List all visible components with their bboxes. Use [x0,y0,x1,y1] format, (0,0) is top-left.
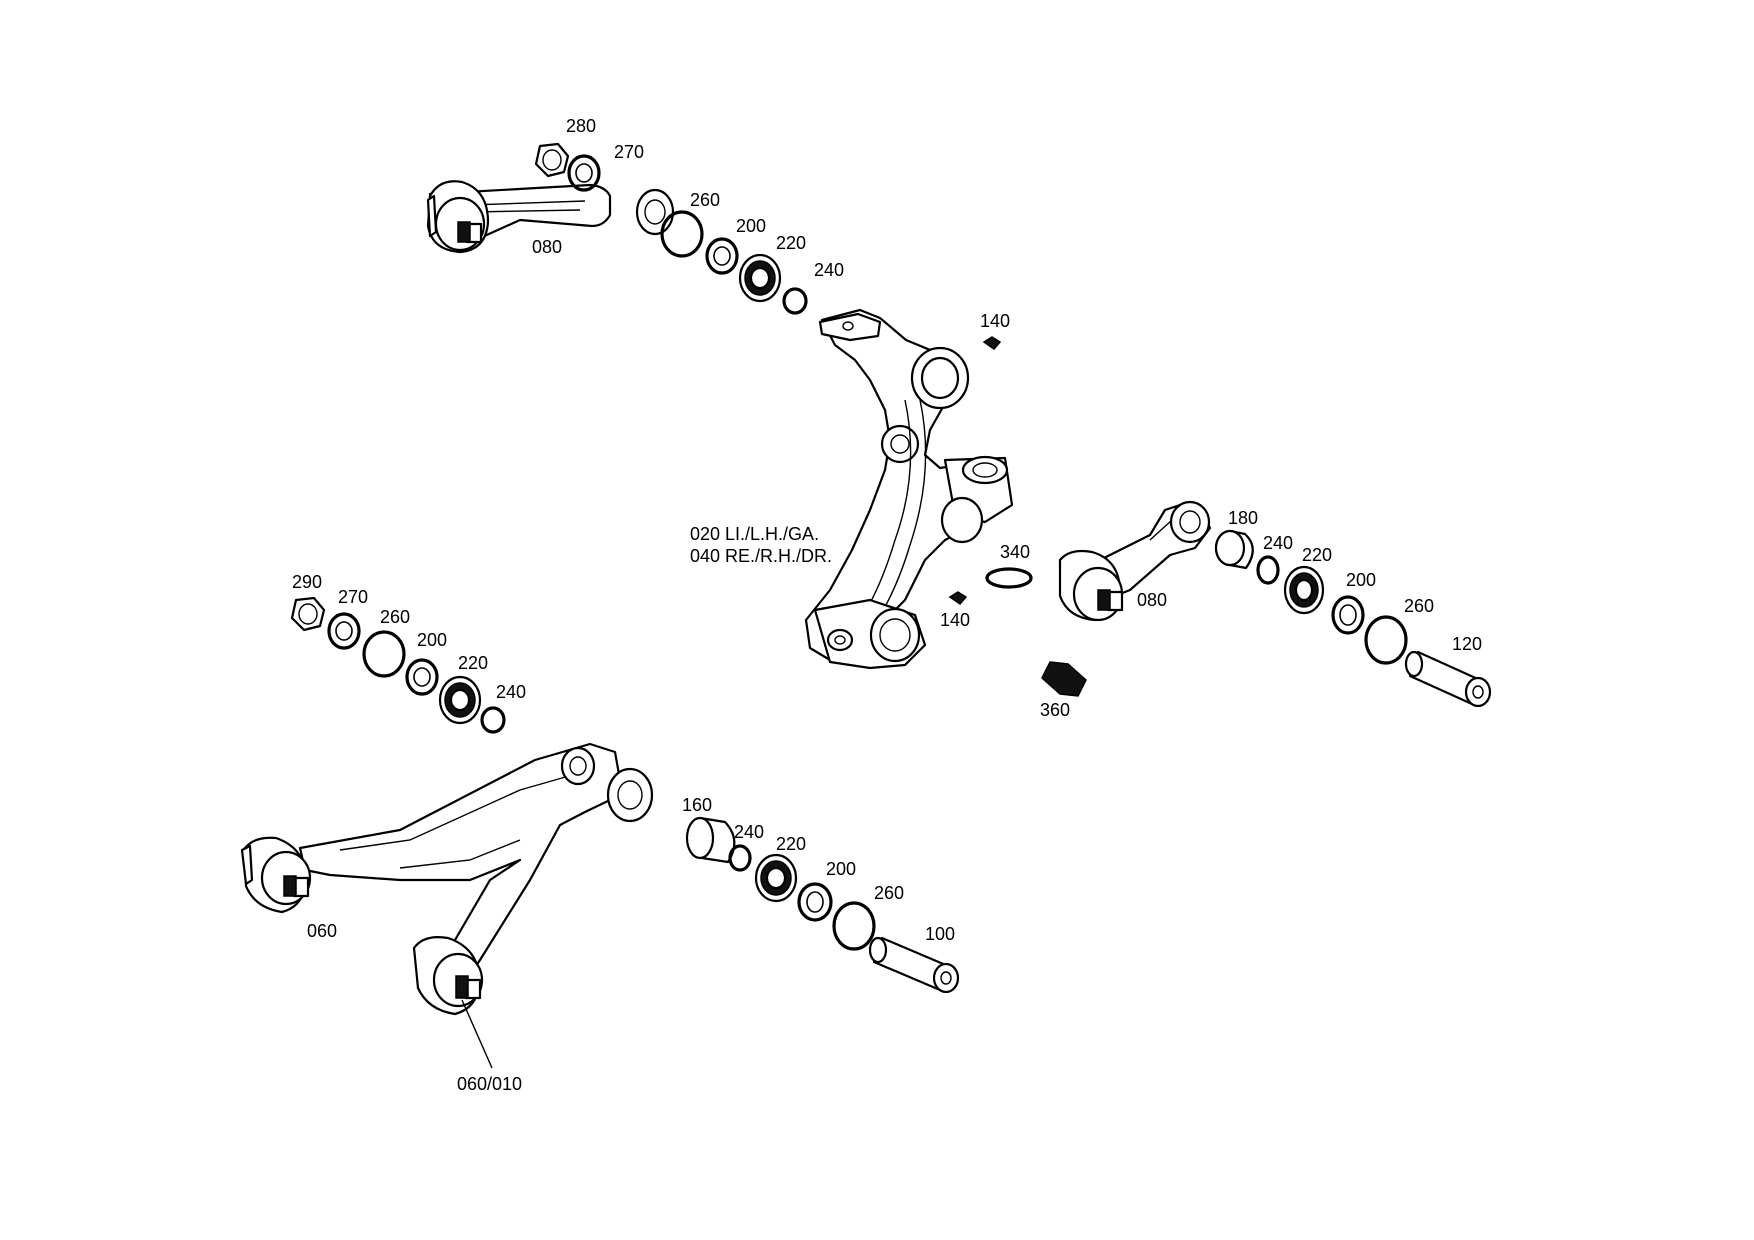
washer-200-lower [797,882,833,922]
ring-340 [985,567,1033,589]
part-labels: 280 270 080 260 200 220 240 140 140 340 … [292,116,1482,1094]
steering-knuckle [804,308,1014,670]
label-080: 080 [532,237,562,257]
washer-200-top [705,237,739,275]
label-200: 200 [1346,570,1376,590]
label-140: 140 [980,311,1010,331]
clip-140-bottom [948,591,968,606]
label-260: 260 [380,607,410,627]
label-220: 220 [458,653,488,673]
clip-140-top [982,336,1002,351]
ring-240-top [782,287,808,315]
label-200: 200 [736,216,766,236]
washer-200-left [405,658,439,696]
label-120: 120 [1452,634,1482,654]
label-060-010: 060/010 [457,1074,522,1094]
label-220: 220 [1302,545,1332,565]
nut-280 [534,142,570,178]
knuckle-label-line1: 020 LI./L.H./GA. [690,524,819,544]
washer-200-right [1331,595,1365,635]
washer-270-top [567,154,601,192]
bearing-220-lower [754,853,798,903]
label-260: 260 [874,883,904,903]
label-260: 260 [1404,596,1434,616]
label-260: 260 [690,190,720,210]
knuckle-label-line2: 040 RE./R.H./DR. [690,546,832,566]
ring-240-lower [728,844,752,872]
label-160: 160 [682,795,712,815]
bearing-220-right [1283,565,1325,615]
label-200: 200 [417,630,447,650]
pin-100 [868,936,960,994]
label-140: 140 [940,610,970,630]
block-360 [1041,661,1087,697]
label-220: 220 [776,834,806,854]
ring-260-lower [832,901,876,951]
label-270: 270 [338,587,368,607]
label-080: 080 [1137,590,1167,610]
bearing-220-top [738,253,782,303]
upper-link-080 [426,180,675,254]
label-240: 240 [1263,533,1293,553]
label-220: 220 [776,233,806,253]
label-200: 200 [826,859,856,879]
label-360: 360 [1040,700,1070,720]
label-060: 060 [307,921,337,941]
ring-260-right [1364,615,1408,665]
lower-wishbone-060 [240,742,654,1069]
label-240: 240 [496,682,526,702]
ring-240-left [480,706,506,734]
right-link-080 [1058,500,1212,622]
bearing-220-left [438,675,482,725]
label-280: 280 [566,116,596,136]
ring-260-left [362,630,406,678]
label-340: 340 [1000,542,1030,562]
label-270: 270 [614,142,644,162]
label-180: 180 [1228,508,1258,528]
label-240: 240 [734,822,764,842]
nut-290 [290,596,326,632]
label-240: 240 [814,260,844,280]
pin-120 [1404,650,1492,708]
washer-270-left [327,612,361,650]
ring-260-top [660,210,704,258]
bushing-160 [685,816,736,864]
label-100: 100 [925,924,955,944]
ring-240-right [1256,555,1280,585]
bushing-180 [1214,529,1254,570]
label-290: 290 [292,572,322,592]
